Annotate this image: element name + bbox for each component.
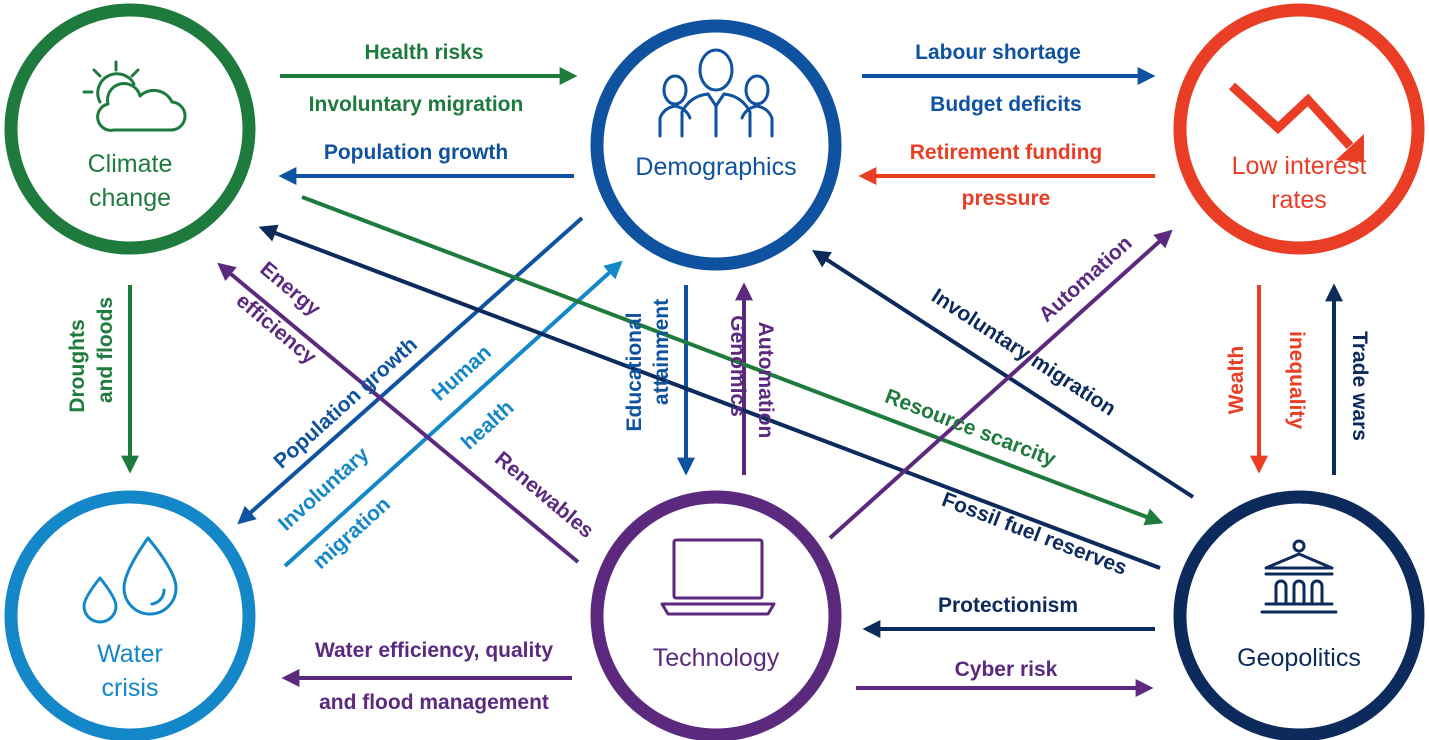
label-health-risks: Health risks bbox=[364, 41, 483, 64]
label-involuntary-migration-top: Involuntary migration bbox=[309, 93, 524, 116]
node-demographics: Demographics bbox=[590, 19, 842, 271]
low-interest-rates-circle bbox=[1173, 3, 1425, 255]
label-retirement-funding: Retirement funding bbox=[910, 141, 1103, 164]
node-geopolitics: Geopolitics bbox=[1173, 490, 1425, 740]
label-attainment: attainment bbox=[650, 299, 673, 405]
water-crisis-label-line1: Water bbox=[97, 640, 163, 668]
sun-cloud-icon bbox=[82, 60, 187, 132]
label-trade-wars: Trade wars bbox=[1348, 331, 1371, 441]
label-human: Human bbox=[428, 341, 496, 406]
water-drops-icon bbox=[82, 536, 178, 624]
demographics-label: Demographics bbox=[635, 153, 796, 181]
label-renewables: Renewables bbox=[490, 447, 598, 543]
label-flood-management: and flood management bbox=[319, 691, 549, 714]
low-interest-rates-label-line1: Low interest bbox=[1232, 152, 1367, 180]
institution-icon bbox=[1260, 539, 1338, 614]
label-educational: Educational bbox=[623, 312, 646, 431]
label-protectionism: Protectionism bbox=[938, 594, 1078, 617]
laptop-icon bbox=[660, 538, 776, 616]
arrow-technology-to-climate bbox=[217, 262, 580, 564]
arrow-geopolitics-to-climate bbox=[258, 224, 1161, 570]
label-labour-shortage: Labour shortage bbox=[915, 41, 1081, 64]
low-interest-rates-label-line2: rates bbox=[1271, 186, 1327, 214]
geopolitics-circle bbox=[1173, 490, 1425, 740]
label-water-efficiency: Water efficiency, quality bbox=[315, 639, 553, 662]
label-and-floods: and floods bbox=[94, 297, 117, 403]
node-water-crisis: Water crisis bbox=[4, 490, 256, 740]
label-population-growth-top: Population growth bbox=[324, 141, 508, 164]
arrows bbox=[121, 67, 1343, 697]
arrow-demographics-to-water bbox=[237, 216, 584, 525]
label-inequality: inequality bbox=[1285, 331, 1308, 429]
falling-arrow-icon bbox=[1228, 82, 1364, 162]
technology-circle bbox=[590, 490, 842, 740]
technology-label: Technology bbox=[653, 644, 780, 672]
node-climate-change: Climate change bbox=[4, 3, 256, 255]
water-crisis-label-line2: crisis bbox=[102, 674, 159, 702]
label-cyber-risk: Cyber risk bbox=[955, 658, 1058, 681]
label-automation-vertical: Automation bbox=[754, 322, 777, 439]
geopolitics-label: Geopolitics bbox=[1237, 644, 1361, 672]
arrow-geopolitics-to-demographics bbox=[811, 250, 1195, 499]
node-technology: Technology bbox=[590, 490, 842, 740]
climate-change-label-line2: change bbox=[89, 184, 171, 212]
label-genomics: Genomics bbox=[726, 315, 749, 417]
arrow-water-to-demographics bbox=[283, 260, 623, 568]
node-low-interest-rates: Low interest rates bbox=[1173, 3, 1425, 255]
climate-change-label-line1: Climate bbox=[88, 150, 173, 178]
label-budget-deficits: Budget deficits bbox=[930, 93, 1082, 116]
label-wealth: Wealth bbox=[1225, 346, 1248, 414]
label-droughts: Droughts bbox=[66, 319, 89, 412]
label-automation-diag: Automation bbox=[1035, 232, 1137, 327]
arrow-technology-to-rates bbox=[828, 229, 1173, 540]
arrow-climate-to-geopolitics bbox=[301, 195, 1164, 526]
label-pressure: pressure bbox=[962, 187, 1051, 210]
demographics-circle bbox=[590, 19, 842, 271]
people-icon bbox=[658, 48, 774, 138]
water-crisis-circle bbox=[4, 490, 256, 740]
